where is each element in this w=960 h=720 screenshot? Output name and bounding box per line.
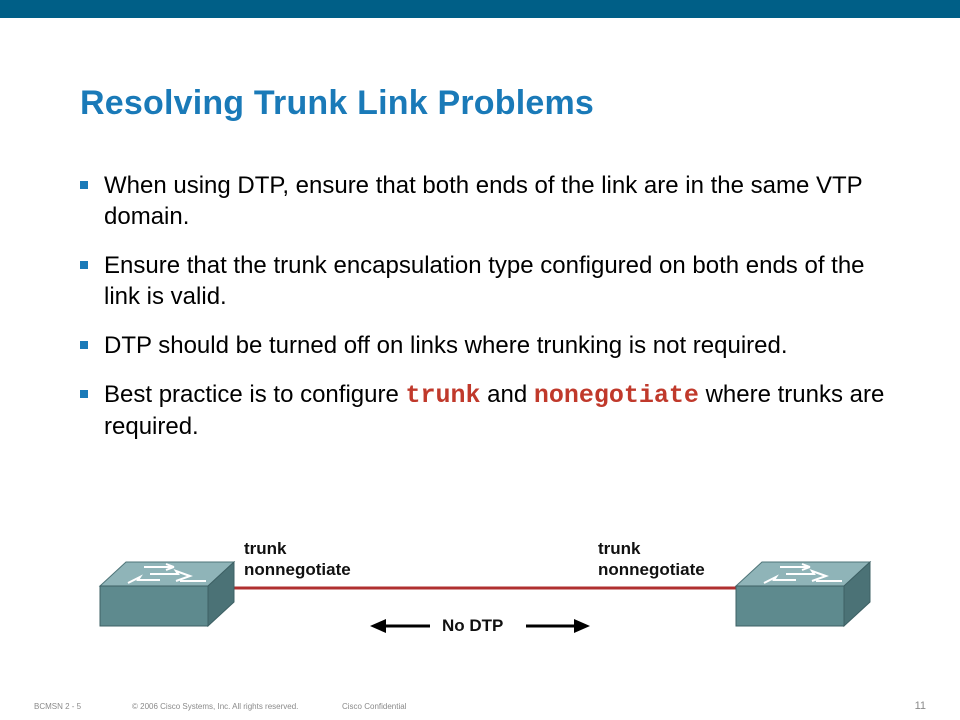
no-dtp-label: No DTP <box>442 616 504 635</box>
right-label-trunk: trunk <box>598 539 641 558</box>
trunk-diagram: trunk nonnegotiate trunk nonnegotiate No… <box>0 520 960 670</box>
bullet-text: DTP should be turned off on links where … <box>104 332 788 359</box>
bullet-item: DTP should be turned off on links where … <box>80 330 900 361</box>
bullet-item: When using DTP, ensure that both ends of… <box>80 170 900 232</box>
left-label-nonnegotiate: nonnegotiate <box>244 560 351 579</box>
left-label-trunk: trunk <box>244 539 287 558</box>
bullet-text: When using DTP, ensure that both ends of… <box>104 172 863 230</box>
code-trunk: trunk <box>405 381 481 410</box>
footer-confidential: Cisco Confidential <box>342 702 407 711</box>
bullet-marker <box>80 390 88 398</box>
bullet-marker <box>80 341 88 349</box>
right-switch-icon <box>734 560 872 628</box>
right-label-nonnegotiate: nonnegotiate <box>598 560 705 579</box>
right-trunk-label: trunk nonnegotiate <box>598 538 705 580</box>
footer-copyright: © 2006 Cisco Systems, Inc. All rights re… <box>132 702 299 711</box>
bullet-marker <box>80 261 88 269</box>
top-bar <box>0 0 960 18</box>
bullet-item: Best practice is to configure trunk and … <box>80 379 900 442</box>
left-switch-icon <box>98 560 236 628</box>
no-dtp-arrows <box>370 619 590 633</box>
bullet-text: Best practice is to configure <box>104 381 406 408</box>
page-number: 11 <box>914 700 926 712</box>
left-trunk-label: trunk nonnegotiate <box>244 538 351 580</box>
diagram-svg <box>98 560 872 633</box>
footer-course: BCMSN 2 - 5 <box>34 702 82 711</box>
bullet-marker <box>80 181 88 189</box>
bullet-text: Ensure that the trunk encapsulation type… <box>104 252 865 310</box>
code-nonegotiate: nonegotiate <box>533 381 699 410</box>
bullet-item: Ensure that the trunk encapsulation type… <box>80 250 900 312</box>
bullet-list: When using DTP, ensure that both ends of… <box>80 170 900 460</box>
bullet-text: and <box>480 381 534 408</box>
bullet-text: where trunks are required. <box>104 381 885 440</box>
slide-title: Resolving Trunk Link Problems <box>80 84 595 122</box>
